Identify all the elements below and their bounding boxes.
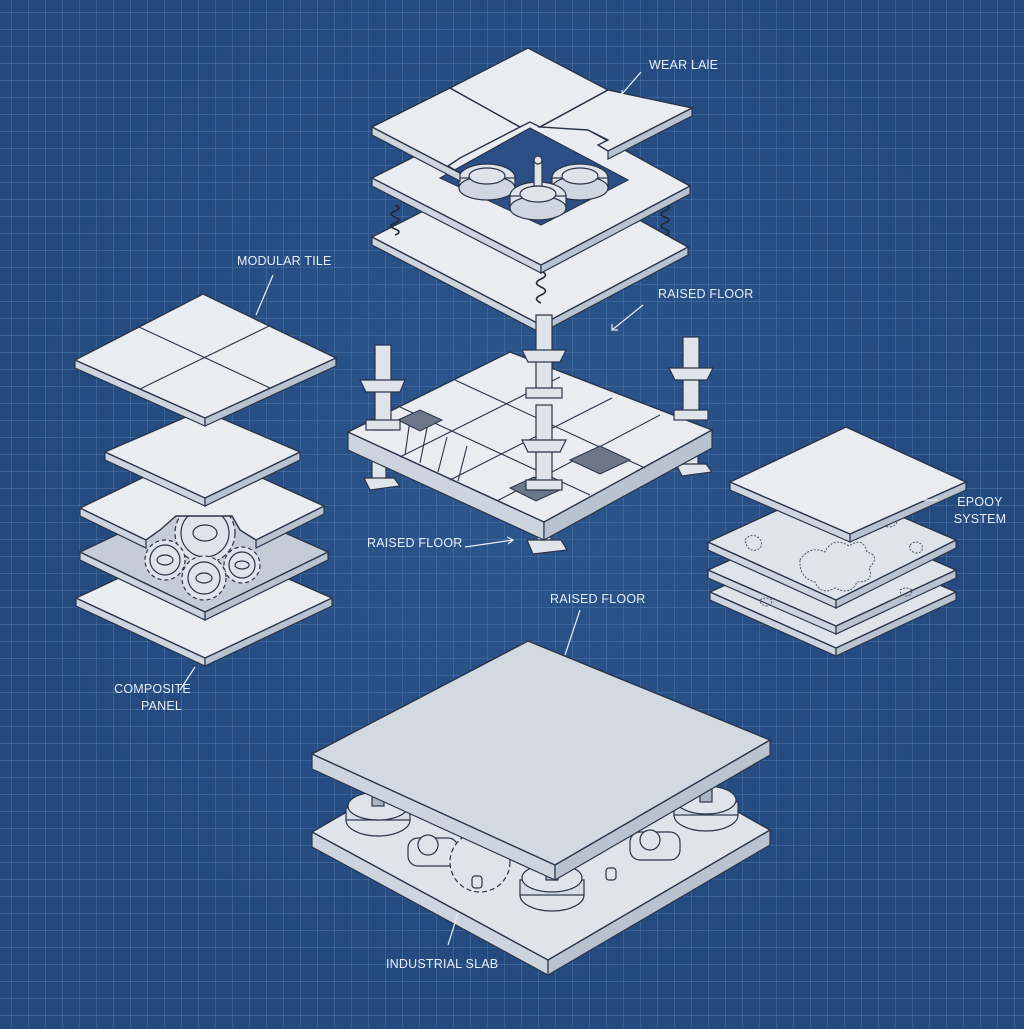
wear-layer-tiles	[370, 47, 695, 182]
left-modular-tile-stack	[73, 293, 338, 667]
label-composite-panel-line1: COMPOSITE	[114, 682, 191, 696]
label-epoxy-system: EPOOY SYSTEM	[940, 494, 1020, 528]
pedestal-head-icon	[458, 155, 609, 221]
label-modular-tile: MODULAR TILE	[237, 254, 332, 268]
center-raised-floor-platform	[346, 314, 714, 555]
label-industrial-slab: INDUSTRIAL SLAB	[386, 957, 499, 971]
bottom-industrial-slab	[310, 640, 772, 977]
gear-icon	[144, 502, 261, 601]
top-raised-floor-assembly	[370, 47, 695, 334]
label-raised-floor-middle: RAISED FLOOR	[367, 536, 463, 550]
label-raised-floor-top: RAISED FLOOR	[658, 287, 754, 301]
label-raised-floor-bottom: RAISED FLOOR	[550, 592, 646, 606]
pedestal-post-icon	[359, 314, 714, 491]
label-wear-layer: WEAR LAlE	[649, 58, 719, 72]
label-epoxy-system-line1: EPOOY	[957, 495, 1003, 509]
label-epoxy-system-line2: SYSTEM	[953, 511, 1007, 526]
right-epoxy-stack	[706, 426, 968, 657]
leader-lines	[179, 71, 938, 946]
label-composite-panel-line2: PANEL	[140, 698, 183, 713]
label-composite-panel: COMPOSITE PANEL	[100, 681, 205, 715]
